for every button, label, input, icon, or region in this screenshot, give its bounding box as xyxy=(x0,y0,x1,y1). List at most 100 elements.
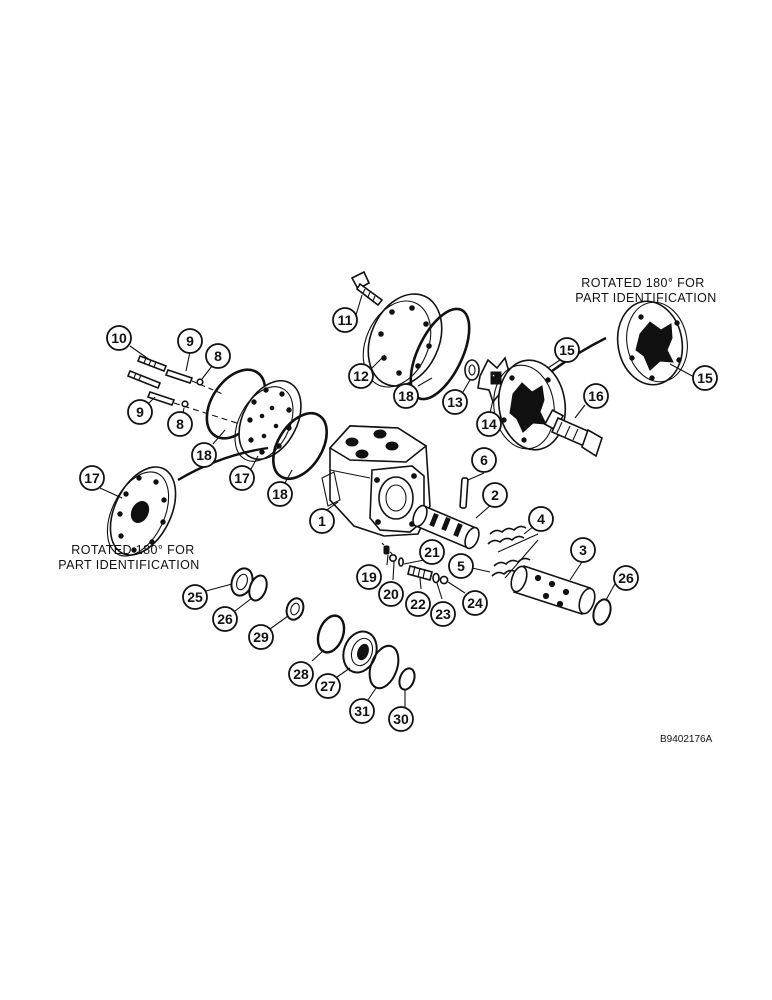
svg-text:18: 18 xyxy=(398,388,414,404)
callout-30: 30 xyxy=(388,706,414,732)
svg-text:28: 28 xyxy=(293,666,309,682)
svg-text:2: 2 xyxy=(491,487,499,503)
svg-text:9: 9 xyxy=(136,404,144,420)
callout-31: 31 xyxy=(349,698,375,724)
callout-13: 13 xyxy=(442,389,468,415)
callout-18-left: 18 xyxy=(191,442,217,468)
ring-part-26-left xyxy=(248,574,268,602)
callout-23: 23 xyxy=(430,601,456,627)
callout-24: 24 xyxy=(462,590,488,616)
gerotor-part-15-rotated xyxy=(616,300,688,386)
callout-15-center: 15 xyxy=(554,337,580,363)
callout-8-lower: 8 xyxy=(167,411,193,437)
pin-part-6 xyxy=(459,477,469,509)
svg-text:12: 12 xyxy=(353,368,369,384)
callout-6: 6 xyxy=(471,447,497,473)
svg-text:16: 16 xyxy=(588,388,604,404)
drawing-number: B9402176A xyxy=(660,734,713,745)
callout-26-right: 26 xyxy=(613,565,639,591)
callout-25: 25 xyxy=(182,584,208,610)
springs-parts-4-5 xyxy=(487,525,539,579)
callout-9-upper: 9 xyxy=(177,328,203,354)
callout-22: 22 xyxy=(405,591,431,617)
rotated-note-top-line2: PART IDENTIFICATION xyxy=(575,291,716,305)
ring-part-31 xyxy=(368,644,400,690)
svg-text:17: 17 xyxy=(234,470,250,486)
svg-text:1: 1 xyxy=(318,513,326,529)
svg-text:29: 29 xyxy=(253,629,269,645)
plate-part-17-center xyxy=(234,380,302,462)
callout-3: 3 xyxy=(570,537,596,563)
rotated-note-top-line1: ROTATED 180° FOR xyxy=(581,276,704,290)
svg-text:17: 17 xyxy=(84,470,100,486)
callout-27: 27 xyxy=(315,673,341,699)
callout-17-center: 17 xyxy=(229,465,255,491)
bolt-part-11 xyxy=(350,270,384,307)
callout-19: 19 xyxy=(356,564,382,590)
rotated-note-left-line2: PART IDENTIFICATION xyxy=(58,558,199,572)
svg-text:24: 24 xyxy=(467,595,483,611)
svg-text:6: 6 xyxy=(480,452,488,468)
sleeve-part-3 xyxy=(510,564,596,616)
callout-16: 16 xyxy=(583,383,609,409)
callout-15-rotated: 15 xyxy=(692,365,718,391)
plate-part-17-rotated xyxy=(106,466,177,557)
svg-text:18: 18 xyxy=(196,447,212,463)
callout-29: 29 xyxy=(248,624,274,650)
gerotor-part-15-center xyxy=(493,359,567,451)
svg-text:4: 4 xyxy=(537,511,545,527)
svg-text:20: 20 xyxy=(383,586,399,602)
callout-4: 4 xyxy=(528,506,554,532)
callout-10: 10 xyxy=(106,325,132,351)
callout-9-lower: 9 xyxy=(127,399,153,425)
svg-text:15: 15 xyxy=(559,342,575,358)
svg-text:22: 22 xyxy=(410,596,426,612)
svg-text:18: 18 xyxy=(272,486,288,502)
bushing-part-29 xyxy=(285,597,305,621)
callout-11: 11 xyxy=(332,307,358,333)
svg-text:8: 8 xyxy=(176,416,184,432)
ring-part-30 xyxy=(398,667,416,691)
o-ring-part-18-center xyxy=(272,412,328,480)
seal-part-13 xyxy=(464,359,480,381)
end-cap-part-12 xyxy=(362,293,443,388)
svg-text:8: 8 xyxy=(214,348,222,364)
svg-text:3: 3 xyxy=(579,542,587,558)
svg-text:30: 30 xyxy=(393,711,409,727)
rotated-note-left-line1: ROTATED 180° FOR xyxy=(71,543,194,557)
svg-text:23: 23 xyxy=(435,606,451,622)
callout-20: 20 xyxy=(378,581,404,607)
svg-text:27: 27 xyxy=(320,678,336,694)
check-valve-parts-19-24 xyxy=(381,542,449,585)
svg-text:31: 31 xyxy=(354,703,370,719)
callout-14: 14 xyxy=(476,411,502,437)
callout-5: 5 xyxy=(448,553,474,579)
svg-text:13: 13 xyxy=(447,394,463,410)
svg-text:25: 25 xyxy=(187,589,203,605)
leader-lines xyxy=(99,294,697,707)
svg-text:11: 11 xyxy=(338,312,353,328)
svg-text:15: 15 xyxy=(697,370,713,386)
drive-shaft-part-16 xyxy=(543,409,603,458)
callout-21: 21 xyxy=(419,539,445,565)
svg-text:9: 9 xyxy=(186,333,194,349)
svg-text:21: 21 xyxy=(424,544,440,560)
gland-part-27 xyxy=(342,630,378,674)
svg-text:26: 26 xyxy=(618,570,634,586)
rotated-view-indicator-line-left xyxy=(177,446,269,482)
svg-text:14: 14 xyxy=(481,416,497,432)
housing-part-1 xyxy=(321,425,431,537)
svg-text:26: 26 xyxy=(217,611,233,627)
callout-28: 28 xyxy=(288,661,314,687)
callout-26-left: 26 xyxy=(212,606,238,632)
callout-2: 2 xyxy=(482,482,508,508)
callout-8-upper: 8 xyxy=(205,343,231,369)
o-ring-part-28 xyxy=(316,614,346,654)
callout-18-center: 18 xyxy=(267,481,293,507)
callout-17-rotated: 17 xyxy=(79,465,105,491)
svg-text:10: 10 xyxy=(111,330,127,346)
callout-18-upper: 18 xyxy=(393,383,419,409)
svg-text:5: 5 xyxy=(457,558,465,574)
spool-part-2 xyxy=(412,504,480,550)
